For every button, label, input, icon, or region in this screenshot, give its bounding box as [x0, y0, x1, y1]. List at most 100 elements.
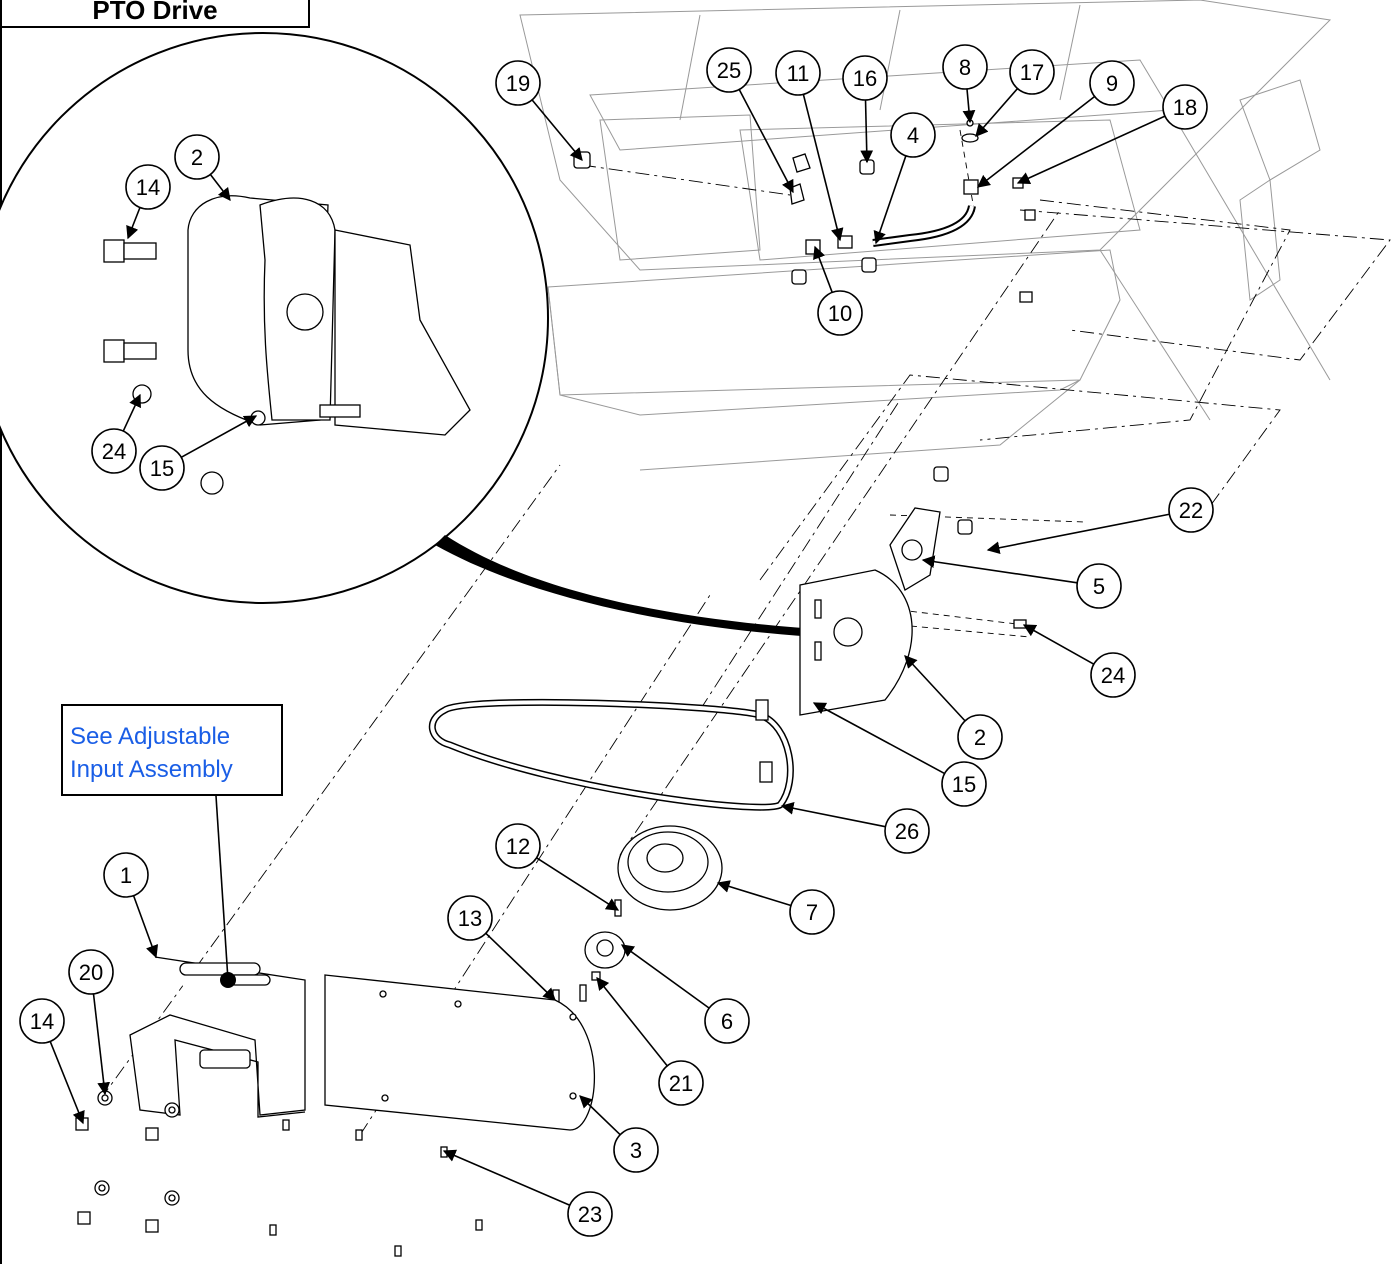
- callout-leader: [49, 1041, 85, 1125]
- detail-view: [0, 32, 908, 640]
- callout-7: 7: [716, 880, 835, 935]
- callout-circle: [1089, 60, 1135, 106]
- callout-number: 20: [79, 960, 103, 985]
- callout-3: 3: [579, 1095, 659, 1173]
- callout-circle: [174, 134, 220, 180]
- callout-circle: [447, 895, 493, 941]
- callout-circle: [19, 998, 65, 1044]
- callout-6: 6: [620, 944, 750, 1044]
- callout-circle: [125, 164, 171, 210]
- callout-number: 25: [717, 58, 741, 83]
- callout-number: 7: [806, 900, 818, 925]
- callout-number: 6: [721, 1009, 733, 1034]
- callout-leader: [442, 1149, 571, 1207]
- callout-leader: [209, 173, 231, 202]
- callout-leader: [132, 895, 159, 959]
- callout-12: 12: [495, 823, 620, 911]
- callout-number: 10: [828, 301, 852, 326]
- callout-circle: [789, 889, 835, 935]
- callout-circle: [613, 1127, 659, 1173]
- callout-leader: [860, 99, 874, 164]
- callout-circle: [495, 823, 541, 869]
- callout-number: 19: [506, 71, 530, 96]
- page-title-text: PTO Drive: [92, 0, 218, 25]
- callout-15: 15: [139, 415, 258, 491]
- callout-number: 12: [506, 834, 530, 859]
- callout-number: 17: [1020, 60, 1044, 85]
- see-adjustable-input-note: See Adjustable Input Assembly: [61, 704, 283, 796]
- callout-number: 15: [150, 456, 174, 481]
- callout-leader: [531, 99, 583, 161]
- callout-leader: [536, 857, 620, 911]
- main-parts: [75, 119, 1036, 1257]
- callout-circle: [1168, 487, 1214, 533]
- callout-9: 9: [976, 60, 1135, 188]
- callout-number: 13: [458, 906, 482, 931]
- callout-circle: [706, 47, 752, 93]
- callout-number: 1: [120, 863, 132, 888]
- callout-number: 2: [974, 725, 986, 750]
- callout-leader: [1022, 624, 1095, 665]
- note-leader: [215, 795, 229, 981]
- callout-number: 15: [952, 772, 976, 797]
- callout-number: 14: [136, 175, 160, 200]
- bolt-14-detail: [103, 239, 157, 363]
- callout-leader: [716, 880, 792, 907]
- callout-leader: [812, 702, 946, 775]
- callout-circle: [942, 44, 988, 90]
- callout-5: 5: [921, 555, 1122, 609]
- callout-number: 9: [1106, 71, 1118, 96]
- callout-circle: [1162, 84, 1208, 130]
- callout-circle: [957, 714, 1003, 760]
- callout-circle: [1076, 563, 1122, 609]
- callout-8: 8: [942, 44, 988, 124]
- callout-circle: [775, 50, 821, 96]
- callout-number: 24: [102, 439, 126, 464]
- callout-leader: [180, 415, 258, 459]
- callout-24: 24: [91, 393, 141, 474]
- callout-18: 18: [1016, 84, 1208, 185]
- callout-20: 20: [68, 949, 114, 1096]
- callout-circle: [139, 445, 185, 491]
- callout-22: 22: [986, 487, 1214, 555]
- callout-number: 8: [959, 55, 971, 80]
- callout-leader: [1016, 115, 1166, 185]
- callout-number: 21: [669, 1071, 693, 1096]
- callout-leader: [873, 155, 907, 245]
- callout-26: 26: [780, 801, 930, 854]
- callout-circle: [817, 290, 863, 336]
- callout-circle: [1009, 49, 1055, 95]
- callout-4: 4: [873, 112, 936, 245]
- callout-16: 16: [842, 55, 888, 164]
- callout-leader: [122, 393, 141, 432]
- callout-circle: [1090, 652, 1136, 698]
- callout-circle: [567, 1191, 613, 1237]
- callout-leader: [975, 88, 1019, 137]
- callout-number: 26: [895, 819, 919, 844]
- callout-number: 24: [1101, 663, 1125, 688]
- callout-leader: [976, 95, 1096, 188]
- callout-number: 14: [30, 1009, 54, 1034]
- callout-circle: [103, 852, 149, 898]
- callout-leader: [579, 1095, 621, 1136]
- callout-leader: [904, 655, 966, 722]
- callout-2: 2: [904, 655, 1003, 760]
- callout-circle: [941, 761, 987, 807]
- callout-number: 5: [1093, 574, 1105, 599]
- callout-number: 11: [787, 61, 810, 86]
- callout-number: 4: [907, 123, 919, 148]
- callout-13: 13: [447, 895, 556, 1001]
- callout-14: 14: [19, 998, 85, 1125]
- callout-circle: [91, 428, 137, 474]
- callout-circle: [884, 808, 930, 854]
- callout-number: 18: [1173, 95, 1197, 120]
- callout-circle: [890, 112, 936, 158]
- callout-number: 16: [853, 66, 877, 91]
- callout-number: 3: [630, 1138, 642, 1163]
- callout-11: 11: [775, 50, 844, 242]
- note-line-1: See Adjustable: [70, 723, 231, 750]
- projection-lines: [99, 129, 1391, 1136]
- callout-leader: [802, 94, 844, 242]
- callout-10: 10: [813, 245, 863, 336]
